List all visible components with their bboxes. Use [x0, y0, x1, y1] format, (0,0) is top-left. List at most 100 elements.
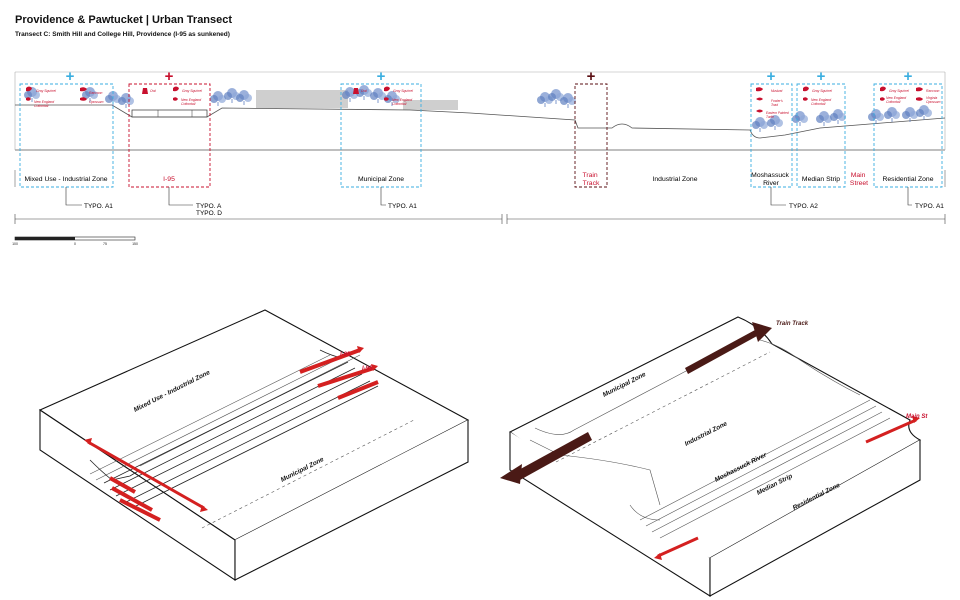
zone-label-municipal: Municipal Zone	[358, 176, 404, 183]
zone-label-i95: I-95	[163, 176, 175, 183]
crossing-arrow	[119, 498, 161, 522]
habitat-marker: +	[66, 68, 75, 85]
block-top-face	[38, 309, 470, 541]
page-title: Providence & Pawtucket | Urban Transect	[15, 14, 233, 26]
arrow-head-icon	[84, 438, 92, 445]
raccoon-icon	[80, 87, 87, 92]
crossing-arrow	[109, 476, 136, 494]
species-label: Gray Squirrel	[889, 89, 909, 93]
owl-icon	[142, 88, 148, 94]
typology-label: TYPO. A	[196, 203, 222, 210]
crossing-arrow	[657, 536, 699, 558]
axon-block-left	[38, 309, 470, 582]
scale-tick: 0	[74, 242, 76, 246]
i95-sunken-deck	[131, 109, 208, 118]
cottontail-icon	[26, 97, 31, 101]
scale-tick: 100	[12, 242, 18, 246]
gray-squirrel-icon	[384, 86, 390, 92]
typology-label: TYPO. A2	[789, 203, 818, 210]
block-side-face	[234, 420, 469, 581]
habitat-marker: +	[904, 68, 913, 85]
train-track-arrow	[685, 330, 757, 374]
crossing-arrow	[317, 366, 375, 388]
habitat-marker: +	[377, 68, 386, 85]
habitat-marker: +	[767, 68, 776, 85]
ground-profile	[15, 104, 946, 139]
typology-label: TYPO. A1	[915, 203, 944, 210]
page-subtitle: Transect C: Smith Hill and College Hill,…	[15, 31, 230, 38]
zone-box-median	[796, 83, 846, 188]
train-track-arrow	[515, 432, 592, 480]
typology-label: TYPO. A1	[84, 203, 113, 210]
zone-label-median: Median Strip	[802, 176, 840, 183]
cottontail-icon	[173, 97, 178, 101]
axon-block-right	[508, 316, 922, 597]
raccoon-icon	[916, 87, 923, 92]
species-label: Gray Squirrel	[36, 89, 56, 93]
habitat-marker: +	[817, 68, 826, 85]
zone-label-residential: Residential Zone	[882, 176, 933, 183]
scale-bar: 100 0 75 150	[12, 236, 138, 246]
scale-tick: 75	[103, 242, 107, 246]
zone-label-industrial: Industrial Zone	[653, 176, 698, 183]
scale-tick: 150	[132, 242, 138, 246]
main-st-arrows	[654, 416, 920, 560]
species-label: Raccoon	[89, 91, 102, 95]
block-label-i95: I-95	[340, 352, 351, 358]
gray-squirrel-icon	[173, 86, 179, 92]
crossing-arrow	[87, 440, 205, 510]
species-label: Raccoon	[926, 89, 939, 93]
species-label: Gray Squirrel	[812, 89, 832, 93]
turtle-icon	[756, 109, 763, 113]
typology-label: TYPO. D	[196, 210, 222, 217]
species-label: Owl	[150, 89, 156, 93]
rail-marker: +	[587, 68, 596, 85]
zone-label-moshassuck: Moshassuck River	[751, 172, 791, 187]
zone-label-train-track: Train Track	[582, 172, 600, 187]
typology-label: TYPO. A1	[388, 203, 417, 210]
cottontail-icon	[803, 97, 808, 101]
zone-box-moshassuck	[750, 83, 793, 188]
zone-box-train-track	[574, 83, 608, 188]
arrow-head-icon	[654, 553, 662, 560]
crossing-arrow	[337, 380, 379, 400]
species-label: Gray Squirrel	[182, 89, 202, 93]
arrow-head-icon	[371, 364, 378, 371]
gray-squirrel-icon	[880, 86, 886, 92]
cottontail-icon	[880, 97, 885, 101]
barrier-marker: +	[165, 68, 174, 85]
block-side-face	[709, 440, 921, 597]
species-label: Muskrat	[771, 89, 782, 93]
trees	[23, 84, 933, 133]
section-elevation: + + + + + + + Gray Squirrel Raccoon New …	[12, 68, 946, 246]
i95-crossing-arrows	[84, 346, 379, 522]
gray-squirrel-icon	[26, 86, 32, 92]
opossum-icon	[80, 97, 87, 101]
arrow-head-icon	[752, 322, 772, 342]
crossing-arrow	[865, 418, 917, 444]
crossing-arrow	[299, 348, 361, 374]
block-label-train-track: Train Track	[776, 321, 809, 327]
arrow-head-icon	[200, 505, 208, 512]
building-mass	[403, 100, 458, 110]
arrow-head-icon	[357, 346, 364, 353]
crossing-arrow	[111, 486, 153, 512]
zone-box-mixed-use	[19, 83, 114, 188]
species-label: Owl	[361, 89, 367, 93]
species-label: Gray Squirrel	[393, 89, 413, 93]
train-track-arrows	[500, 322, 772, 484]
